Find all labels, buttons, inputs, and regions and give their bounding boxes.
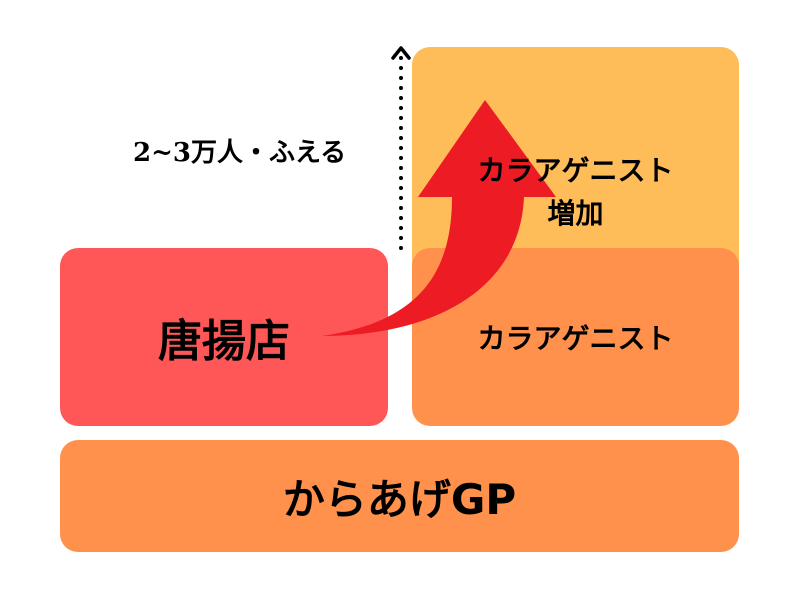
karaage-gp-box: からあげGP [60,440,739,552]
curved-growth-arrow-icon [322,100,556,336]
genist-label: カラアゲニスト [477,322,674,355]
karaage-gp-label: からあげGP [282,474,517,524]
dotted-arrow-head-icon [391,46,411,60]
karaage-shop-label: 唐揚店 [158,316,290,367]
genist-increase-label-2: 増加 [547,197,604,230]
karaage-shop-box: 唐揚店 [60,248,388,426]
genist-increase-label-1: カラアゲニスト [477,153,674,187]
increase-label: 2~3万人・ふえる [133,138,347,168]
